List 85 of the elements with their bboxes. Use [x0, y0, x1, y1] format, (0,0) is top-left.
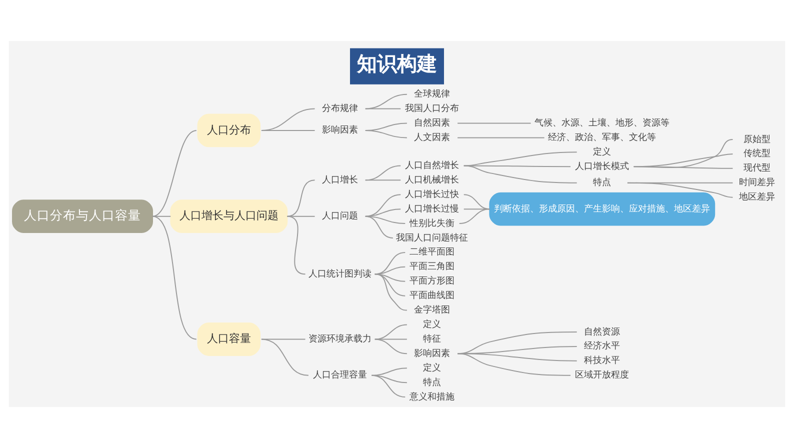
node-text: 区域开放程度 — [575, 370, 630, 380]
connector — [286, 179, 316, 216]
node-text: 人口统计图判读 — [308, 268, 372, 279]
node-text: 人口合理容量 — [313, 370, 368, 380]
node-text: 经济、政治、军事、文化等 — [548, 132, 656, 142]
connector — [457, 352, 571, 376]
node-box: 人口分布与人口容量 — [12, 199, 153, 233]
connector — [364, 164, 402, 180]
node-text: 人口增长过慢 — [405, 204, 460, 214]
node-text: 我国人口分布 — [405, 104, 460, 114]
connector — [260, 338, 309, 376]
node-text: 定义 — [423, 362, 442, 373]
connector — [364, 208, 402, 216]
diagram-title: 知识构建 — [357, 52, 438, 75]
connector — [374, 338, 408, 354]
node-text: 人口增长模式 — [575, 161, 630, 172]
connector — [374, 273, 406, 282]
connector — [374, 266, 406, 274]
connector — [364, 129, 408, 138]
node-text: 人文因素 — [414, 132, 450, 142]
connector — [374, 251, 406, 274]
node-text: 自然资源 — [584, 326, 620, 337]
node-text: 人口机械增长 — [405, 174, 460, 185]
node-text: 人口问题 — [322, 211, 358, 222]
node-text: 原始型 — [744, 134, 771, 144]
connector — [626, 182, 734, 198]
node-text: 特点 — [423, 377, 442, 388]
connector — [457, 122, 532, 124]
node-text: 性别比失衡 — [410, 218, 455, 228]
connector — [364, 179, 402, 180]
node-text: 影响因素 — [414, 348, 450, 358]
node-text: 我国人口问题特征 — [396, 232, 468, 243]
node-text: 平面曲线图 — [410, 290, 455, 301]
node-box: 判断依据、形成原因、产生影响、应对措施、地区差异 — [489, 192, 716, 226]
node-text: 平面方形图 — [410, 276, 455, 286]
connector — [633, 138, 734, 168]
node-text: 人口自然增长 — [405, 160, 460, 170]
connector — [371, 367, 408, 376]
node-text: 现代型 — [744, 163, 771, 174]
node-text: 定义 — [423, 320, 442, 330]
connector — [633, 166, 734, 168]
node-text: 经济水平 — [584, 341, 620, 352]
connector — [457, 352, 578, 361]
connector — [463, 164, 578, 183]
connector — [152, 215, 197, 340]
node-text: 二维平面图 — [410, 247, 455, 258]
connector — [457, 136, 545, 138]
connector — [364, 108, 402, 109]
node-text: 分布规律 — [322, 104, 358, 114]
node-text: 传统型 — [744, 148, 771, 159]
node-text: 人口增长过快 — [405, 189, 460, 200]
connector — [364, 215, 394, 238]
connector — [463, 151, 578, 166]
connector — [374, 273, 408, 310]
node-text: 资源环境承载力 — [308, 334, 372, 344]
node-text: 特征 — [423, 334, 442, 344]
connector — [374, 338, 408, 340]
connector — [286, 215, 306, 274]
node-box: 人口分布 — [197, 113, 261, 147]
node-text: 特点 — [593, 178, 612, 188]
connector — [364, 194, 402, 216]
connector — [371, 374, 406, 398]
connector — [463, 164, 571, 167]
node-text: 气候、水源、土壤、地形、资源等 — [534, 118, 670, 128]
node-text: 金字塔图 — [414, 305, 450, 316]
node-text: 时间差异 — [739, 178, 776, 188]
node-box: 人口容量 — [197, 322, 261, 356]
connector — [260, 129, 316, 130]
node-text: 地区差异 — [739, 192, 776, 202]
connector — [260, 108, 316, 130]
connector — [374, 324, 408, 340]
node-text: 意义和措施 — [410, 392, 455, 402]
node-text: 全球规律 — [414, 89, 450, 100]
node-text: 自然因素 — [414, 118, 450, 128]
node-text: 人口增长 — [322, 174, 358, 185]
connector — [458, 208, 490, 224]
node-text: 平面三角图 — [410, 262, 455, 272]
connector — [260, 338, 306, 340]
node-text: 科技水平 — [584, 356, 620, 366]
connector — [364, 93, 408, 109]
connector — [152, 129, 197, 216]
node-box: 人口增长与人口问题 — [170, 199, 288, 233]
node-text: 定义 — [593, 146, 612, 157]
node-text: 影响因素 — [322, 125, 358, 136]
connector — [374, 273, 406, 296]
